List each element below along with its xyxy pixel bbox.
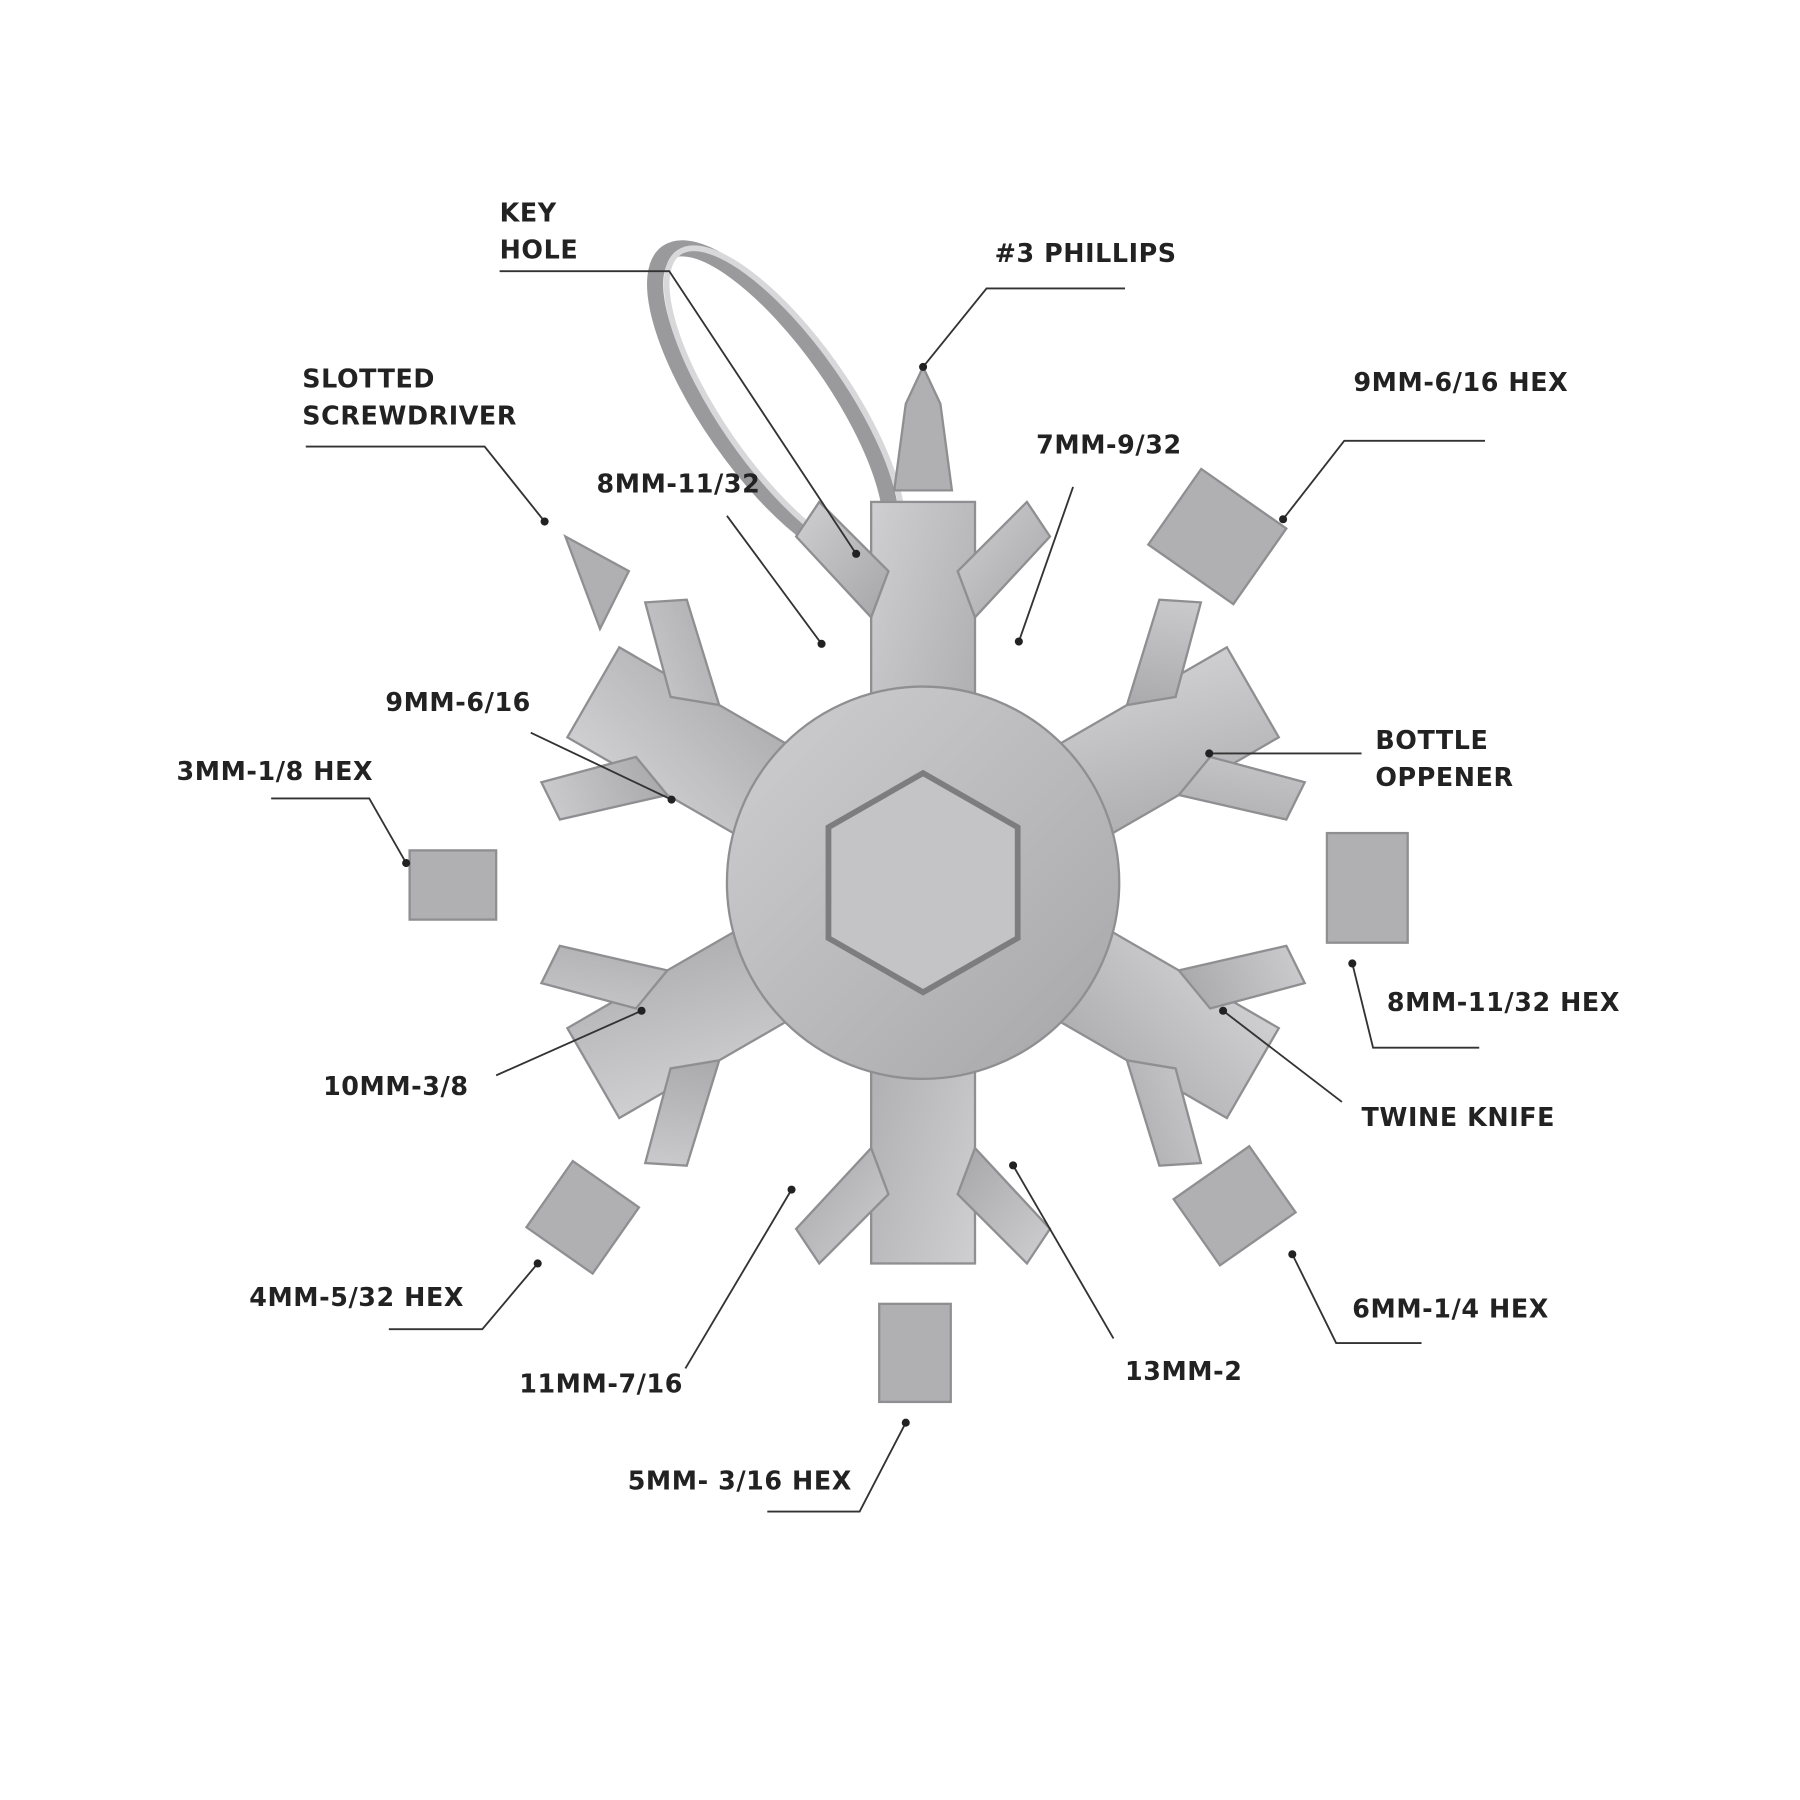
- label-9mm-wrench: 9MM-6/16: [385, 687, 531, 717]
- phillips-bit: [892, 364, 954, 492]
- label-key-hole-1: KEY: [500, 198, 557, 228]
- label-slotted-2: SCREWDRIVER: [302, 401, 517, 431]
- label-twine-knife: TWINE KNIFE: [1362, 1102, 1556, 1132]
- hex-bit-6mm: [1172, 1144, 1298, 1267]
- label-key-hole-2: HOLE: [500, 234, 579, 264]
- leader-lines: [271, 270, 1485, 1513]
- hex-bit-4mm: [524, 1159, 641, 1276]
- label-8mm-hex: 8MM-11/32 HEX: [1387, 987, 1620, 1017]
- label-8mm-wrench: 8MM-11/32: [597, 469, 761, 499]
- snowflake-tool: [408, 364, 1409, 1404]
- hex-bit-3mm: [408, 849, 498, 921]
- label-5mm-hex: 5MM- 3/16 HEX: [628, 1466, 852, 1496]
- tool-arm: [528, 500, 1318, 1265]
- label-9mm-hex: 9MM-6/16 HEX: [1353, 367, 1568, 397]
- hex-bit-9mm: [1146, 467, 1288, 606]
- label-13mm-wrench: 13MM-2: [1125, 1356, 1242, 1386]
- label-phillips: #3 PHILLIPS: [995, 238, 1177, 268]
- label-4mm-hex: 4MM-5/32 HEX: [249, 1282, 464, 1312]
- hex-bit-8mm: [1325, 831, 1409, 944]
- label-bottle-1: BOTTLE: [1375, 725, 1488, 755]
- label-11mm-wrench: 11MM-7/16: [519, 1369, 683, 1399]
- label-10mm-wrench: 10MM-3/8: [323, 1071, 469, 1101]
- label-7mm-wrench: 7MM-9/32: [1036, 429, 1182, 459]
- label-bottle-2: OPPENER: [1375, 762, 1513, 792]
- slotted-blade: [563, 534, 631, 632]
- center-hex-wrench: [825, 769, 1021, 996]
- label-6mm-hex: 6MM-1/4 HEX: [1352, 1294, 1549, 1324]
- hex-bit-5mm: [878, 1302, 952, 1404]
- labels: KEY HOLE #3 PHILLIPS SLOTTED SCREWDRIVER…: [177, 198, 1620, 1496]
- label-3mm-hex: 3MM-1/8 HEX: [177, 756, 374, 786]
- label-slotted-1: SLOTTED: [302, 364, 435, 394]
